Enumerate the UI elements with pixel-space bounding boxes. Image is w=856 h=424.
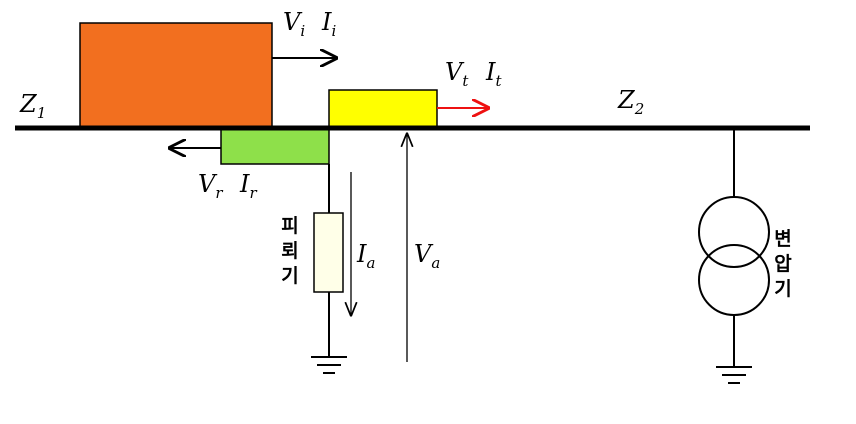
- ir-label: Ir: [239, 170, 257, 202]
- reflected-wave-block: [220, 127, 330, 165]
- svg-text:기: 기: [281, 265, 298, 287]
- vr-label: Vr: [198, 170, 223, 202]
- ii-label: Ii: [321, 8, 336, 40]
- it-label: It: [485, 58, 502, 90]
- ground-symbol-icon: [716, 366, 752, 384]
- ia-label: Ia: [356, 240, 375, 272]
- z2-label: Z2: [617, 86, 644, 118]
- z1-label: Z1: [19, 90, 46, 122]
- arrester-resistor-icon: [313, 212, 344, 293]
- transmitted-wave-block: [328, 89, 438, 129]
- transformer-coils-icon: [698, 196, 770, 316]
- svg-text:압: 압: [774, 253, 792, 275]
- incident-wave-block: [79, 22, 273, 129]
- ground-symbol-icon: [311, 356, 347, 374]
- arrester-label: 피 뢰 기: [281, 215, 298, 287]
- svg-text:변: 변: [774, 228, 791, 250]
- va-label: Va: [414, 240, 440, 272]
- transformer-label: 변 압 기: [774, 228, 792, 300]
- svg-text:뢰: 뢰: [281, 240, 298, 262]
- svg-text:피: 피: [281, 215, 298, 237]
- svg-text:기: 기: [774, 278, 791, 300]
- vi-label: Vi: [283, 8, 305, 40]
- vt-label: Vt: [445, 58, 469, 90]
